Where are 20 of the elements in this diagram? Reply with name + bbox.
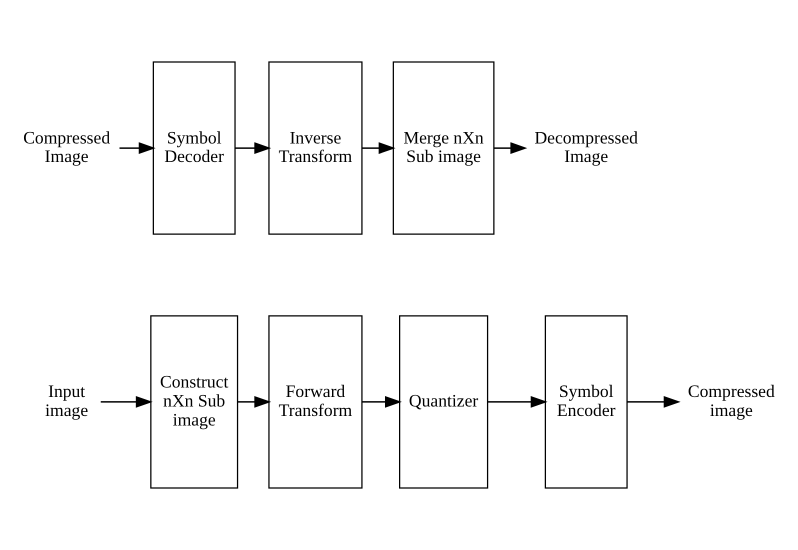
arrow — [238, 396, 272, 408]
node-box: Merge nXn Sub image — [392, 61, 494, 235]
node-text: Compressed Image — [23, 127, 110, 166]
node-box: Inverse Transform — [268, 61, 363, 235]
arrow — [362, 396, 402, 408]
node-box: Quantizer — [399, 315, 488, 489]
arrow — [235, 142, 272, 154]
arrow — [627, 396, 681, 408]
node-text: Input image — [45, 381, 88, 420]
node-box: Symbol Encoder — [544, 315, 628, 489]
arrow — [494, 142, 528, 154]
node-box: Construct nXn Sub image — [150, 315, 238, 489]
node-box: Forward Transform — [268, 315, 363, 489]
arrow — [362, 142, 396, 154]
arrow — [488, 396, 548, 408]
node-text: Compressed image — [688, 381, 775, 420]
node-box: Symbol Decoder — [152, 61, 236, 235]
arrow — [100, 396, 153, 408]
node-text: Decompressed Image — [534, 127, 638, 166]
arrow — [119, 142, 156, 154]
